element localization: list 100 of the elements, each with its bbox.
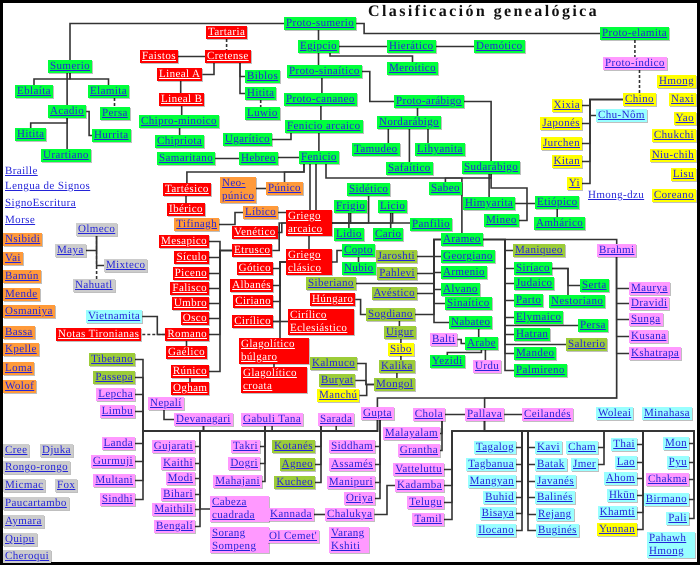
script-node: Proto-sumerio [284, 17, 356, 30]
script-node: Georgiano [441, 250, 495, 263]
script-node: Bamún [3, 270, 41, 283]
connector-line [444, 174, 492, 182]
connector-line [358, 257, 360, 262]
script-node: Dravidi [629, 297, 670, 310]
script-node: Djuka [40, 444, 73, 457]
script-node: Cree [3, 444, 30, 457]
script-node: Cheroqui [3, 550, 52, 563]
script-node: Rejang [536, 508, 574, 521]
script-node: Agneo [280, 458, 315, 471]
script-node: Urdu [473, 360, 502, 373]
script-node: Assamés [329, 458, 375, 471]
script-node: Sudarábigo [462, 161, 520, 174]
script-node: Vai [3, 252, 23, 265]
connector-line [239, 63, 245, 94]
connector-line [308, 236, 310, 249]
connector-line [457, 338, 465, 344]
connector-line [314, 514, 325, 516]
script-node: Sículo [174, 251, 209, 264]
script-node: Xixia [552, 99, 582, 112]
connector-line [484, 421, 695, 520]
connector-line [356, 22, 600, 34]
script-node: Pallava [465, 408, 504, 421]
script-node: Maithili [152, 503, 195, 516]
script-node: Mongol [374, 378, 416, 391]
script-node: Jurchen [540, 137, 582, 150]
connector-line [86, 110, 92, 136]
script-node: Multani [93, 474, 135, 487]
script-node: Mon [663, 437, 689, 450]
script-node: Luwio [245, 107, 280, 120]
connector-line [515, 202, 535, 204]
connector-line [226, 39, 228, 50]
script-node: Micmac [3, 479, 46, 492]
connector-line [189, 378, 191, 382]
script-node: Kpelle [3, 343, 39, 356]
script-node: Sogdiano [366, 308, 415, 321]
connector-line [582, 98, 623, 184]
script-node: Samaritano [157, 152, 216, 165]
script-node: Piceno [172, 267, 209, 280]
script-node: Kucheo [274, 476, 315, 489]
script-node: Fenicio [299, 151, 339, 164]
script-node: Aymara [3, 515, 44, 528]
connector-line [355, 298, 366, 316]
script-node: Minahasa [642, 407, 692, 420]
connector-line [339, 46, 387, 48]
script-node: Nestoriano [549, 295, 606, 308]
script-node: Hebreo [239, 152, 278, 165]
script-node: Albanés [230, 279, 273, 292]
script-node: Wolof [3, 380, 36, 393]
connector-line [490, 174, 528, 222]
script-node: Yezidi [430, 355, 465, 368]
script-node: Gótico [236, 262, 273, 275]
script-node: Buginés [536, 524, 579, 537]
script-node: Bassa [3, 326, 35, 339]
script-node: Buryat [319, 374, 356, 387]
connector-line [199, 426, 210, 510]
script-node: Sarada [318, 413, 354, 426]
script-node: Proto-arábigo [394, 95, 464, 108]
connector-line [484, 350, 486, 360]
script-node: Yi [566, 177, 582, 190]
script-node: Glagolítico croata [241, 367, 307, 393]
script-node: Falisco [170, 282, 209, 295]
script-node: Griego clásico [286, 249, 332, 275]
connector-line [315, 426, 322, 484]
script-node: Lisu [670, 168, 696, 181]
connector-line [634, 40, 636, 57]
connector-line [163, 410, 174, 420]
script-node: Tibetano [89, 353, 135, 366]
connector-line [482, 238, 618, 244]
script-node: Pali [666, 512, 689, 525]
script-node: Kannada [268, 508, 314, 521]
script-node: Persa [100, 107, 130, 120]
script-node: Paucartambo [3, 497, 69, 510]
script-node: Osmaniya [3, 305, 55, 318]
connector-line [400, 339, 402, 343]
script-node: Hmong [657, 75, 696, 88]
connector-line [390, 213, 392, 228]
script-node: Himyarita [463, 197, 516, 210]
script-node: Yunnan [596, 523, 637, 536]
script-node: Tamudeo [352, 143, 400, 156]
script-node: Balti [430, 333, 458, 346]
script-node: Nabateo [449, 316, 492, 329]
script-node: Gabuli Tana [241, 413, 304, 426]
connector-line [416, 108, 418, 116]
connector-line [180, 81, 182, 93]
connector-line [374, 484, 395, 516]
script-node: Bihari [161, 488, 195, 501]
script-node: Mandeo [514, 347, 556, 360]
script-node: Chino [623, 93, 656, 106]
script-node: Manipuri [326, 476, 375, 489]
script-node: Nubio [342, 262, 376, 275]
script-link: Morse [3, 214, 38, 227]
connector-line [320, 106, 322, 120]
connector-line [375, 420, 381, 500]
script-node: Chipriota [155, 135, 204, 148]
script-node: Jaroshti [376, 250, 417, 263]
connector-line [478, 329, 480, 337]
script-node: Nepalí [148, 397, 184, 410]
script-node: Copto [342, 244, 375, 257]
